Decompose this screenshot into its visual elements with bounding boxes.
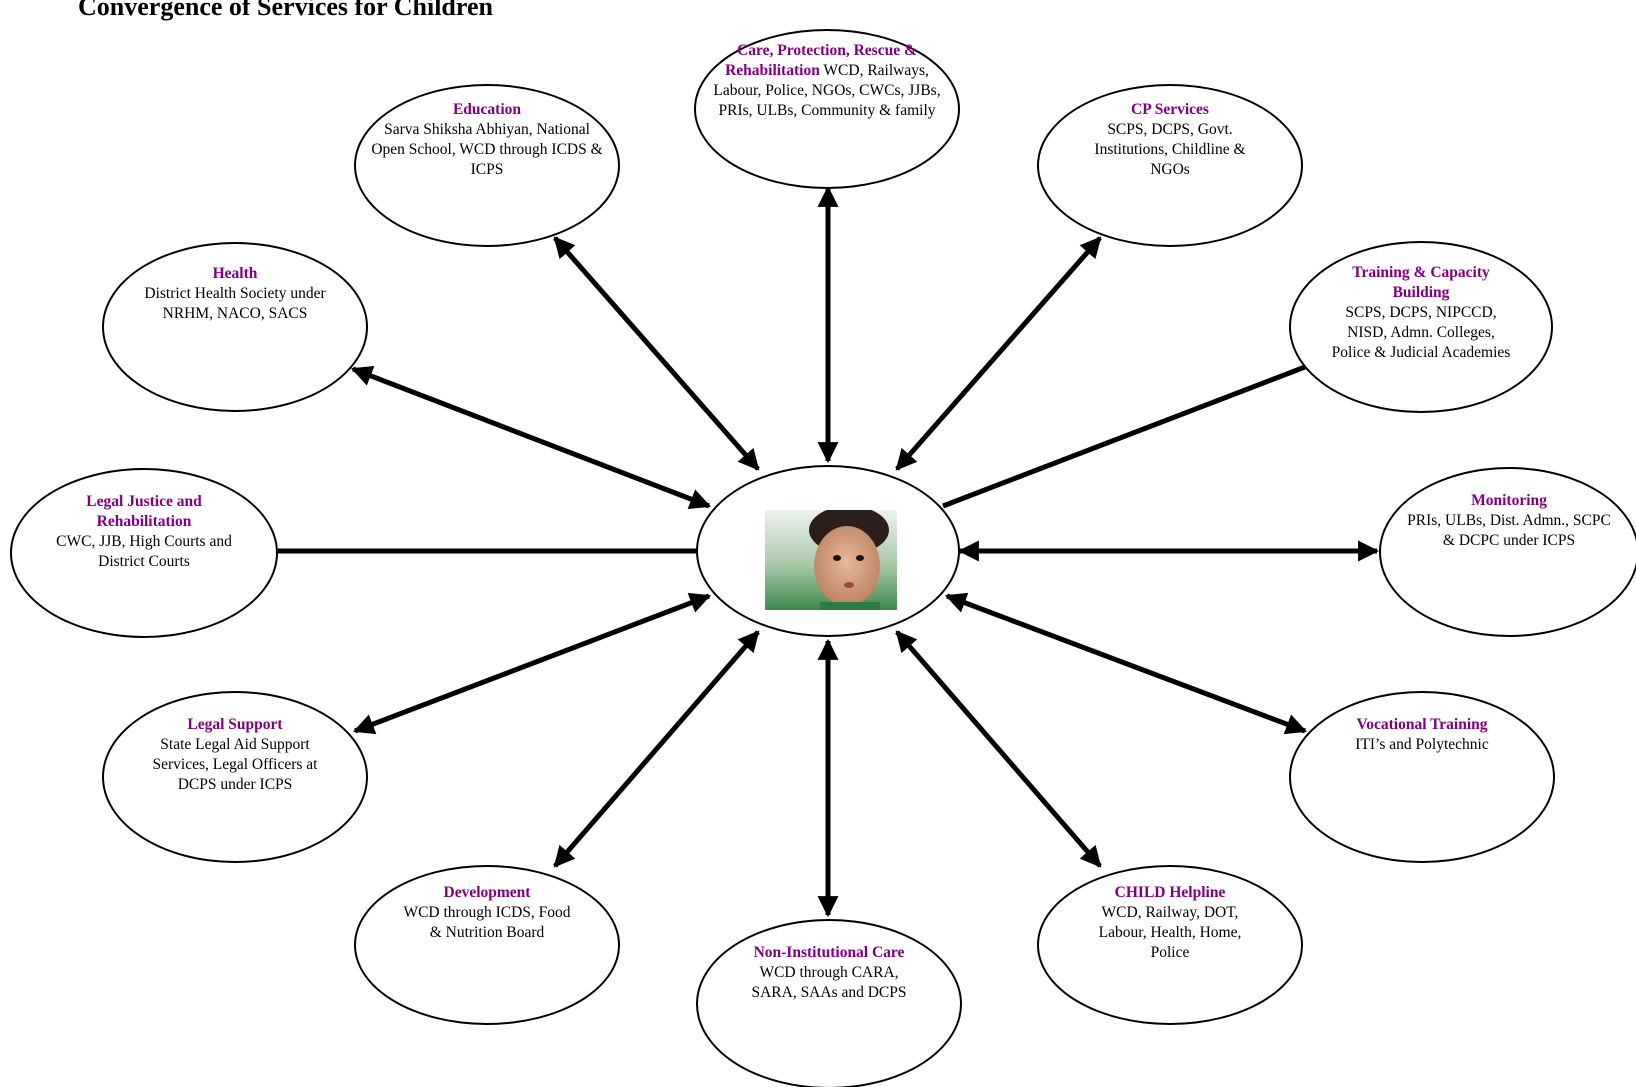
center-node xyxy=(696,465,960,637)
node-title: CHILD Helpline xyxy=(1114,884,1226,901)
node-desc: SCPS, DCPS, NIPCCD, NISD, Admn. Colleges… xyxy=(1331,304,1511,361)
node-desc: Sarva Shiksha Abhiyan, National Open Sch… xyxy=(371,121,603,178)
node-desc: WCD, Railway, DOT, Labour, Health, Home,… xyxy=(1098,904,1242,961)
node-title: Care, Protection, Rescue & Rehabilitatio… xyxy=(725,42,917,79)
node-care-protection: Care, Protection, Rescue & Rehabilitatio… xyxy=(694,29,960,189)
node-desc: SCPS, DCPS, Govt. Institutions, Childlin… xyxy=(1094,121,1246,178)
node-title: Development xyxy=(443,884,531,901)
diagram-title: Convergence of Services for Children xyxy=(78,0,493,21)
connector-vocational xyxy=(945,592,1307,735)
connector-education xyxy=(553,236,760,471)
node-desc: WCD through CARA, SARA, SAAs and DCPS xyxy=(751,964,907,1001)
node-title: Health xyxy=(212,265,258,282)
node-title: Training & Capacity Building xyxy=(1352,264,1490,301)
node-desc: CWC, JJB, High Courts and District Court… xyxy=(56,533,232,570)
connector-health xyxy=(351,365,711,510)
node-desc: District Health Society under NRHM, NACO… xyxy=(144,285,326,322)
node-title: Legal Justice and Rehabilitation xyxy=(86,493,202,530)
node-desc: PRIs, ULBs, Dist. Admn., SCPC & DCPC und… xyxy=(1407,512,1611,549)
node-desc: WCD, Railways, Labour, Police, NGOs, CWC… xyxy=(713,62,941,119)
connector-development xyxy=(553,630,760,868)
connector-cp-services xyxy=(895,236,1102,471)
node-title: Non-Institutional Care xyxy=(753,944,905,961)
node-title: Vocational Training xyxy=(1356,716,1488,733)
node-title: Legal Support xyxy=(187,716,283,733)
connector-child-helpline xyxy=(895,630,1102,868)
child-photo xyxy=(765,510,897,610)
node-title: CP Services xyxy=(1131,101,1209,118)
node-desc: ITI’s and Polytechnic xyxy=(1355,736,1489,753)
node-desc: State Legal Aid Support Services, Legal … xyxy=(152,736,318,793)
connector-legal-support xyxy=(353,592,711,735)
node-title: Education xyxy=(452,101,522,118)
node-desc: WCD through ICDS, Food & Nutrition Board xyxy=(403,904,571,941)
node-title: Monitoring xyxy=(1471,492,1547,509)
connector-training xyxy=(942,364,1306,509)
